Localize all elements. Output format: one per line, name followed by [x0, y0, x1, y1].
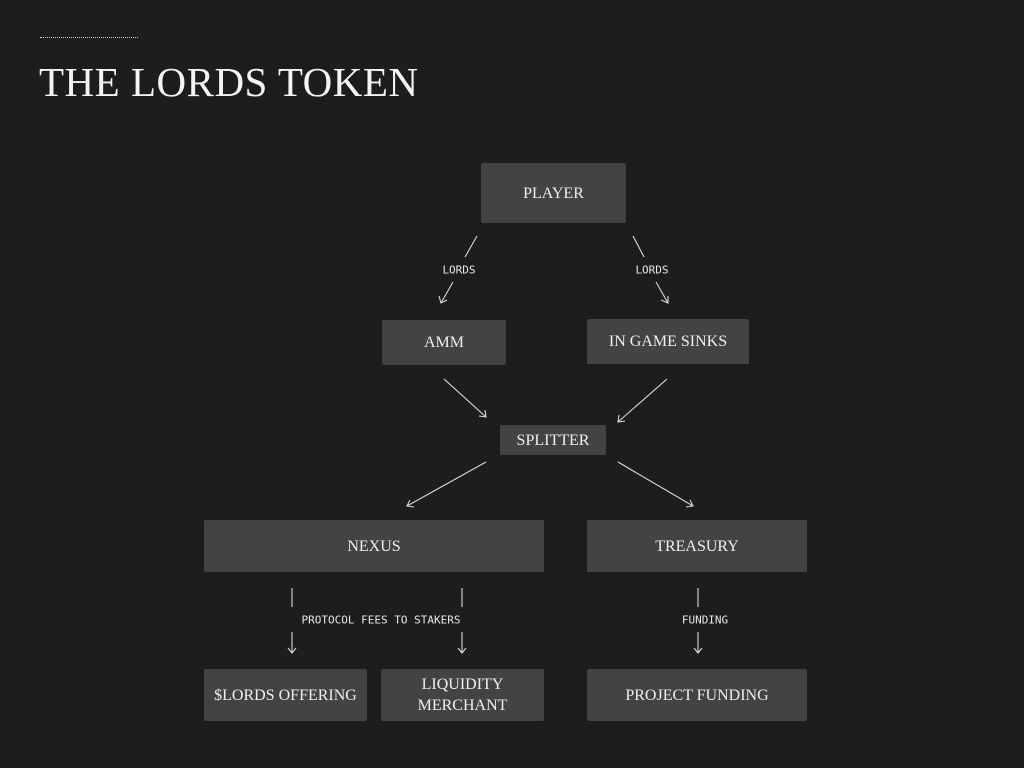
arrowhead-sinks	[660, 296, 669, 304]
arrowhead-funding	[693, 647, 703, 654]
arrowhead-splitter-left	[478, 409, 487, 418]
node-in-game-sinks: IN GAME SINKS	[587, 319, 749, 364]
node-nexus-label: NEXUS	[347, 537, 401, 555]
edge-label-player-amm: LORDS	[442, 263, 476, 277]
arrow-splitter-treasury	[617, 461, 694, 507]
node-splitter-label: SPLITTER	[516, 431, 590, 449]
arrow-player-sinks-upper	[632, 235, 645, 258]
arrow-sinks-splitter	[617, 378, 668, 423]
arrowhead-splitter-right	[617, 414, 626, 423]
arrowhead-amm	[438, 295, 448, 304]
arrow-player-amm-lower	[440, 281, 454, 304]
arrowhead-treasury	[685, 499, 694, 508]
node-splitter: SPLITTER	[500, 425, 606, 455]
node-lords-offering-label: $LORDS OFFERING	[214, 686, 357, 704]
node-treasury: TREASURY	[587, 520, 807, 572]
node-amm: AMM	[382, 320, 506, 365]
node-in-game-sinks-label: IN GAME SINKS	[608, 333, 728, 350]
edge-label-player-sinks: LORDS	[635, 263, 669, 277]
arrowhead-liquidity	[457, 647, 467, 654]
node-player-label: PLAYER	[523, 184, 584, 202]
node-project-funding-label: PROJECT FUNDING	[625, 686, 769, 704]
node-project-funding: PROJECT FUNDING	[587, 669, 807, 721]
node-player: PLAYER	[481, 163, 626, 223]
node-lords-offering: $LORDS OFFERING	[204, 669, 367, 721]
arrowhead-offering	[287, 647, 297, 654]
edge-label-protocol-fees: PROTOCOL FEES TO STAKERS	[301, 613, 461, 627]
node-treasury-label: TREASURY	[655, 537, 739, 555]
arrowhead-nexus	[406, 499, 415, 508]
node-liquidity-merchant: LIQUIDITY MERCHANT	[381, 669, 544, 721]
node-amm-label: AMM	[423, 334, 464, 351]
edge-label-funding: FUNDING	[681, 613, 729, 627]
node-nexus: NEXUS	[204, 520, 544, 572]
node-liquidity-merchant-label: LIQUIDITY MERCHANT	[417, 676, 508, 714]
page-title: THE LORDS TOKEN	[39, 59, 419, 105]
arrow-splitter-nexus	[406, 461, 487, 507]
arrow-player-sinks-lower	[655, 281, 669, 304]
arrow-player-amm-upper	[464, 235, 478, 258]
title-dotted-rule	[40, 37, 138, 38]
arrow-amm-splitter	[443, 378, 487, 418]
